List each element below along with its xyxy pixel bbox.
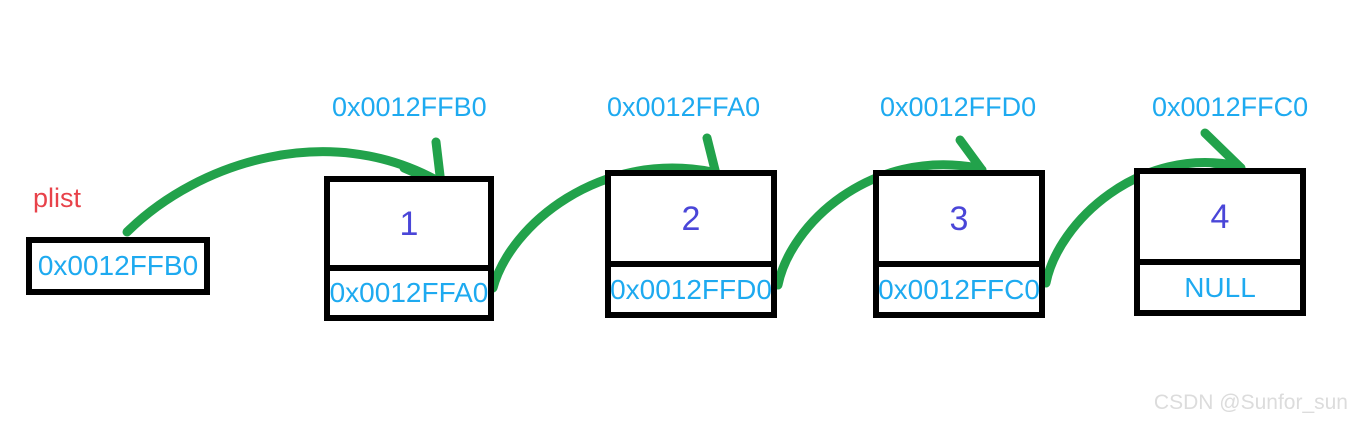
list-node-2: 2 0x0012FFD0 xyxy=(605,170,777,318)
node-1-data-cell: 1 xyxy=(330,182,488,265)
node-1-value: 1 xyxy=(399,204,419,243)
node-3-divider xyxy=(879,261,1039,267)
node-3-value: 3 xyxy=(949,199,969,238)
node-2-value: 2 xyxy=(681,199,701,238)
node-3-pointer-cell: 0x0012FFC0 xyxy=(878,267,1040,312)
node-1-pointer-cell: 0x0012FFA0 xyxy=(330,271,488,315)
head-pointer-value: 0x0012FFB0 xyxy=(37,250,199,281)
node-1-divider xyxy=(330,265,488,271)
address-label-node2: 0x0012FFA0 xyxy=(607,92,761,122)
list-node-3: 3 0x0012FFC0 xyxy=(873,170,1045,318)
node-2-data-cell: 2 xyxy=(611,176,771,261)
node-2-pointer-cell: 0x0012FFD0 xyxy=(610,267,772,312)
node-3-next-address: 0x0012FFC0 xyxy=(878,273,1040,305)
list-node-1: 1 0x0012FFA0 xyxy=(324,176,494,321)
arrow-node4-head-b xyxy=(1200,128,1246,173)
node-2-divider xyxy=(611,261,771,267)
node-3-data-cell: 3 xyxy=(879,176,1039,261)
arrow-node3-head-b xyxy=(955,135,987,175)
node-2-next-address: 0x0012FFD0 xyxy=(610,273,772,305)
head-pointer-box: 0x0012FFB0 xyxy=(26,237,210,295)
node-1-next-address: 0x0012FFA0 xyxy=(329,277,489,308)
node-4-divider xyxy=(1140,259,1300,265)
list-node-4: 4 NULL xyxy=(1134,168,1306,316)
node-4-pointer-cell: NULL xyxy=(1140,265,1300,310)
head-pointer-label: plist xyxy=(33,183,82,213)
node-4-value: 4 xyxy=(1210,197,1230,236)
address-label-node4: 0x0012FFC0 xyxy=(1152,92,1309,122)
node-4-data-cell: 4 xyxy=(1140,174,1300,259)
address-label-node1: 0x0012FFB0 xyxy=(332,92,487,122)
watermark-text: CSDN @Sunfor_sun xyxy=(1153,391,1348,414)
address-label-node3: 0x0012FFD0 xyxy=(880,92,1037,122)
arrow-node2-head-b xyxy=(702,133,721,179)
node-4-next-address: NULL xyxy=(1184,271,1256,303)
